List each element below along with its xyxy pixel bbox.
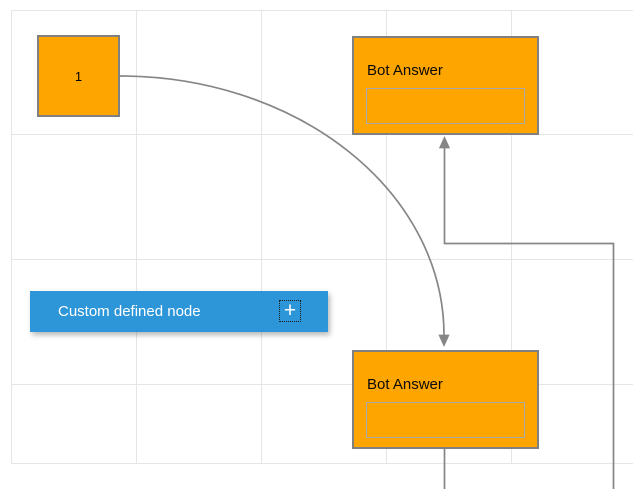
arrowhead-down-icon [438,334,450,347]
plus-icon: + [283,299,297,322]
bot-answer-field[interactable] [366,88,525,124]
link-bot-answer-bottom-to-top[interactable] [438,136,615,489]
custom-node-label: Custom defined node [58,303,201,320]
bot-answer-field[interactable] [366,402,525,438]
arrowhead-up-icon [438,136,451,149]
bot-answer-title: Bot Answer [367,62,443,79]
add-node-button[interactable]: + [279,300,301,322]
node-bot-answer-top[interactable]: Bot Answer [352,36,539,135]
node-bot-answer-bottom[interactable]: Bot Answer [352,350,539,449]
bot-answer-title: Bot Answer [367,376,443,393]
node-start-label: 1 [74,68,83,84]
node-start[interactable]: 1 [37,35,120,117]
link-start-to-bot-answer-bottom[interactable] [119,75,450,347]
node-custom-defined[interactable]: Custom defined node + [30,291,328,332]
